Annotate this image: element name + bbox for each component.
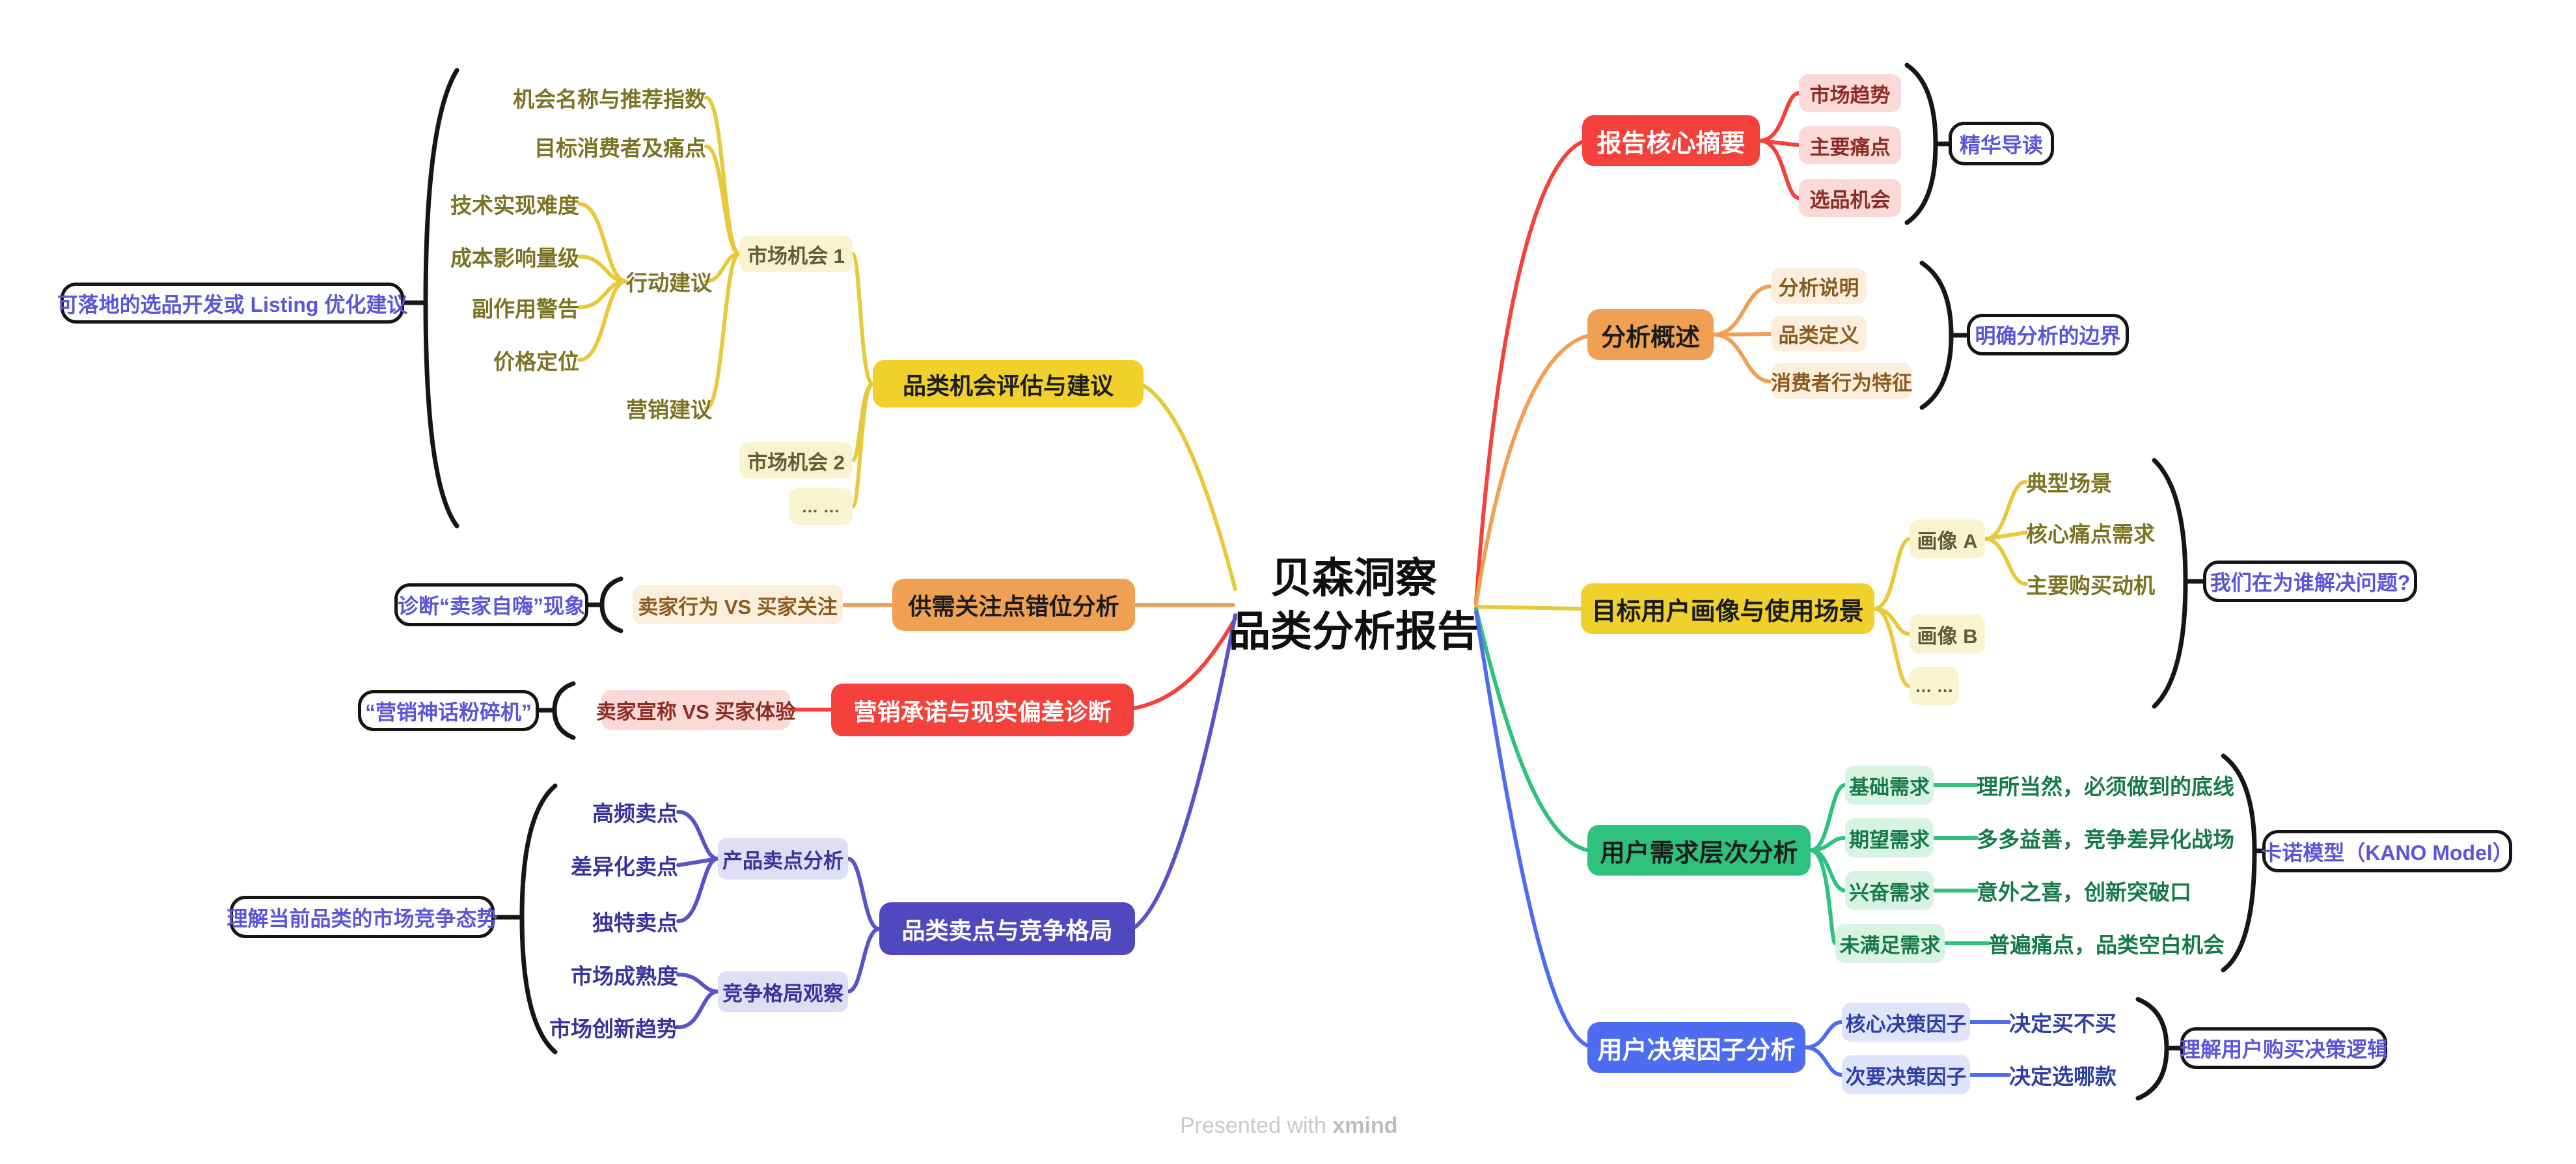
central-topic[interactable]: 贝森洞察 品类分析报告 bbox=[1224, 552, 1484, 659]
central-topic-line1: 贝森洞察 bbox=[1270, 555, 1437, 602]
topic-typical-scene[interactable]: 典型场景 bbox=[2026, 471, 2112, 495]
leaf-side-effect-warning[interactable]: 副作用警告 bbox=[472, 297, 579, 321]
topic-basic-need[interactable]: 基础需求 bbox=[1845, 766, 1934, 805]
topic-category-opportunity[interactable]: 品类机会评估与建议 bbox=[873, 360, 1144, 408]
topic-selling-points-competition[interactable]: 品类卖点与竞争格局 bbox=[879, 902, 1135, 955]
topic-selection-opportunity[interactable]: 选品机会 bbox=[1799, 179, 1901, 217]
topic-supply-demand-mismatch[interactable]: 供需关注点错位分析 bbox=[892, 579, 1135, 631]
leaf-price-positioning[interactable]: 价格定位 bbox=[493, 350, 579, 374]
indigo-branch-lines bbox=[676, 613, 1237, 1029]
leaf-differentiated-points[interactable]: 差异化卖点 bbox=[571, 855, 678, 879]
leaf-market-maturity[interactable]: 市场成熟度 bbox=[571, 964, 678, 988]
topic-main-purchase-motive[interactable]: 主要购买动机 bbox=[2026, 574, 2155, 598]
callout-understand-competition[interactable]: 理解当前品类的市场竞争态势 bbox=[227, 896, 498, 938]
orange-branch-lines bbox=[841, 284, 1773, 607]
central-topic-line2: 品类分析报告 bbox=[1229, 607, 1479, 655]
summary-brace-r3 bbox=[2152, 458, 2206, 709]
topic-selling-point-analysis[interactable]: 产品卖点分析 bbox=[718, 838, 848, 880]
leaf-high-frequency-points[interactable]: 高频卖点 bbox=[592, 801, 678, 825]
leaf-opportunity-name-index[interactable]: 机会名称与推荐指数 bbox=[513, 87, 706, 111]
watermark-brand: xmind bbox=[1332, 1113, 1398, 1138]
yellow-branch-lines bbox=[577, 96, 2028, 688]
leaf-target-consumer-pain[interactable]: 目标消费者及痛点 bbox=[534, 136, 706, 160]
topic-excitement-need[interactable]: 兴奋需求 bbox=[1845, 871, 1934, 910]
topic-consumer-behavior[interactable]: 消费者行为特征 bbox=[1771, 363, 1912, 399]
leaf-unique-points[interactable]: 独特卖点 bbox=[592, 911, 678, 935]
summary-brace-l4 bbox=[492, 783, 558, 1055]
leaf-excitement-need-desc[interactable]: 意外之喜，创新突破口 bbox=[1977, 880, 2191, 904]
leaf-basic-need-desc[interactable]: 理所当然，必须做到的底线 bbox=[1977, 775, 2234, 799]
topic-market-trend[interactable]: 市场趋势 bbox=[1799, 74, 1901, 112]
topic-expected-need[interactable]: 期望需求 bbox=[1845, 818, 1934, 857]
topic-marketing-promise-gap[interactable]: 营销承诺与现实偏差诊断 bbox=[831, 684, 1134, 736]
topic-marketing-advice[interactable]: 营销建议 bbox=[626, 398, 712, 422]
topic-core-pain-need[interactable]: 核心痛点需求 bbox=[2026, 522, 2155, 546]
red-branch-lines bbox=[788, 91, 1801, 712]
topic-report-summary[interactable]: 报告核心摘要 bbox=[1582, 115, 1760, 166]
topic-competition-observation[interactable]: 竞争格局观察 bbox=[718, 971, 848, 1012]
callout-marketing-myth-crusher[interactable]: “营销神话粉碎机” bbox=[358, 690, 539, 731]
topic-claim-vs-experience[interactable]: 卖家宣称 VS 买家体验 bbox=[596, 690, 795, 730]
callout-essence-guide[interactable]: 精华导读 bbox=[1949, 122, 2054, 165]
summary-brace-r1 bbox=[1904, 62, 1951, 225]
summary-brace-l1 bbox=[402, 68, 459, 529]
leaf-decide-buy-or-not[interactable]: 决定买不买 bbox=[2009, 1012, 2117, 1036]
blue-branch-lines bbox=[1474, 610, 2011, 1077]
topic-analysis-note[interactable]: 分析说明 bbox=[1771, 268, 1867, 304]
callout-kano-model[interactable]: 卡诺模型（KANO Model） bbox=[2261, 830, 2514, 872]
topic-user-persona-scenes[interactable]: 目标用户画像与使用场景 bbox=[1581, 583, 1874, 634]
leaf-expected-need-desc[interactable]: 多多益善，竞争差异化战场 bbox=[1977, 827, 2234, 852]
leaf-unmet-need-desc[interactable]: 普遍痛点，品类空白机会 bbox=[1988, 933, 2225, 957]
topic-market-opportunity-more[interactable]: … … bbox=[789, 488, 853, 525]
callout-who-we-solve-for[interactable]: 我们在为谁解决问题? bbox=[2203, 561, 2417, 602]
xmind-watermark: Presented with xmind bbox=[1180, 1113, 1397, 1139]
topic-category-definition[interactable]: 品类定义 bbox=[1771, 316, 1867, 352]
topic-analysis-overview[interactable]: 分析概述 bbox=[1587, 309, 1714, 360]
watermark-prefix: Presented with bbox=[1180, 1113, 1333, 1138]
topic-core-decision-factor[interactable]: 核心决策因子 bbox=[1842, 1003, 1970, 1042]
topic-unmet-need[interactable]: 未满足需求 bbox=[1835, 924, 1945, 963]
topic-seller-vs-buyer-focus[interactable]: 卖家行为 VS 买家关注 bbox=[633, 585, 843, 624]
callout-purchase-decision-logic[interactable]: 理解用户购买决策逻辑 bbox=[2180, 1027, 2388, 1069]
topic-persona-a[interactable]: 画像 A bbox=[1910, 520, 1985, 559]
topic-decision-factors[interactable]: 用户决策因子分析 bbox=[1587, 1022, 1805, 1073]
leaf-tech-difficulty[interactable]: 技术实现难度 bbox=[450, 193, 579, 217]
leaf-decide-which-one[interactable]: 决定选哪款 bbox=[2009, 1064, 2117, 1088]
summary-brace-r5 bbox=[2135, 997, 2183, 1101]
topic-action-advice[interactable]: 行动建议 bbox=[626, 271, 712, 295]
summary-brace-l3 bbox=[536, 681, 576, 740]
topic-need-hierarchy[interactable]: 用户需求层次分析 bbox=[1587, 825, 1811, 876]
summary-brace-r4 bbox=[2221, 753, 2265, 973]
callout-analysis-boundary[interactable]: 明确分析的边界 bbox=[1967, 314, 2129, 355]
topic-secondary-decision-factor[interactable]: 次要决策因子 bbox=[1842, 1055, 1970, 1094]
leaf-cost-impact[interactable]: 成本影响量级 bbox=[450, 246, 579, 270]
topic-persona-more[interactable]: … … bbox=[1910, 667, 1959, 705]
topic-main-painpoints[interactable]: 主要痛点 bbox=[1799, 126, 1901, 164]
topic-market-opportunity-1[interactable]: 市场机会 1 bbox=[739, 236, 853, 272]
summary-brace-l2 bbox=[586, 576, 623, 633]
green-branch-lines bbox=[1474, 607, 1990, 945]
topic-persona-b[interactable]: 画像 B bbox=[1910, 615, 1985, 654]
callout-actionable-listing-advice[interactable]: 可落地的选品开发或 Listing 优化建议 bbox=[57, 283, 407, 324]
summary-brace-r2 bbox=[1919, 260, 1969, 410]
topic-market-opportunity-2[interactable]: 市场机会 2 bbox=[739, 442, 853, 478]
leaf-market-innovation-trend[interactable]: 市场创新趋势 bbox=[549, 1017, 678, 1041]
callout-seller-self-pleasing[interactable]: 诊断“卖家自嗨”现象 bbox=[394, 583, 588, 626]
summary-braces bbox=[402, 62, 2265, 1101]
